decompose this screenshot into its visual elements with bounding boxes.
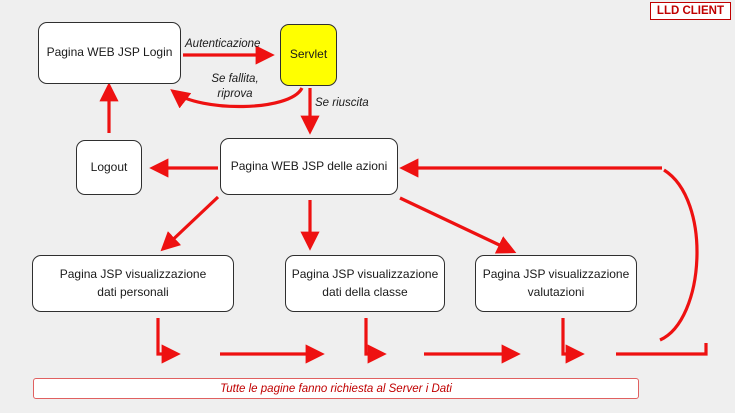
lld-client-badge: LLD CLIENT	[649, 2, 731, 20]
classe-line-1: Pagina JSP visualizzazione	[291, 267, 439, 282]
login-page-node: Pagina WEB JSP Login	[38, 22, 181, 84]
valutazioni-line-1: Pagina JSP visualizzazione	[482, 267, 630, 282]
personali-line-2: dati personali	[97, 284, 169, 299]
fallita-line-1: Se fallita,	[211, 73, 259, 85]
classe-page-node: Pagina JSP visualizzazione dati della cl…	[285, 255, 445, 312]
azioni-page-node: Pagina WEB JSP delle azioni	[220, 138, 398, 195]
servlet-label: Servlet	[289, 47, 328, 62]
azioni-page-label: Pagina WEB JSP delle azioni	[230, 158, 388, 173]
login-page-label: Pagina WEB JSP Login	[46, 45, 173, 60]
classe-line-2: dati della classe	[322, 284, 408, 299]
arrow-bottom-3	[364, 318, 387, 364]
personali-page-node: Pagina JSP visualizzazione dati personal…	[32, 255, 234, 312]
edge-label-autenticazione: Autenticazione	[185, 38, 261, 50]
footer-text: Tutte le pagine fanno richiesta al Serve…	[220, 382, 452, 395]
logout-node: Logout	[76, 140, 142, 195]
arrow-bottom-1	[156, 318, 181, 364]
edge-label-fallita: Se fallita, riprova	[205, 72, 265, 102]
personali-line-1: Pagina JSP visualizzazione	[59, 267, 207, 282]
arrow-loop-back	[659, 168, 699, 342]
arrow-bottom-5	[561, 318, 585, 364]
fallita-line-2: riprova	[217, 87, 253, 100]
valutazioni-line-2: valutazioni	[527, 284, 585, 299]
edge-label-riuscita: Se riuscita	[315, 97, 369, 109]
logout-label: Logout	[90, 159, 128, 174]
footer-note: Tutte le pagine fanno richiesta al Serve…	[33, 378, 639, 399]
arrow-bottom-6	[616, 343, 708, 356]
servlet-node: Servlet	[280, 24, 337, 86]
valutazioni-page-node: Pagina JSP visualizzazione valutazioni	[475, 255, 637, 312]
arrow-azioni-to-valutazioni	[399, 196, 517, 254]
arrow-retry-curve	[170, 87, 304, 109]
arrow-azioni-to-personali	[160, 195, 220, 252]
